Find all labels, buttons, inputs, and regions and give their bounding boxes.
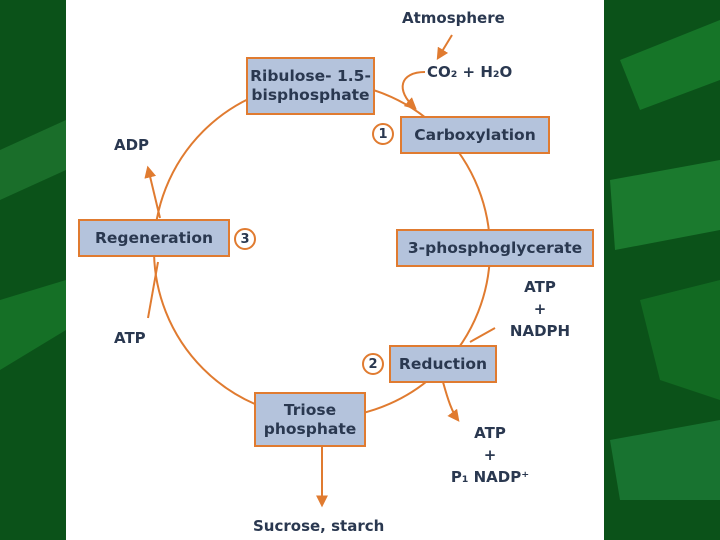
carboxylation-box: Carboxylation [400, 116, 550, 154]
atp-regeneration-label: ATP [114, 329, 146, 347]
co2-h2o-label: CO₂ + H₂O [427, 63, 513, 81]
triose-phosphate-box: Triose phosphate [254, 392, 366, 447]
atmosphere-label: Atmosphere [402, 9, 505, 27]
atp-nadp-output-label: ATP + P₁ NADP⁺ [450, 424, 530, 486]
sucrose-starch-label: Sucrose, starch [253, 517, 385, 535]
atp-nadph-input-label: ATP + NADPH [509, 278, 571, 340]
step-1-badge: 1 [372, 123, 394, 145]
ribulose-box: Ribulose- 1.5- bisphosphate [246, 57, 375, 115]
adp-label: ADP [114, 136, 150, 154]
step-3-badge: 3 [234, 228, 256, 250]
step-2-badge: 2 [362, 353, 384, 375]
reduction-box: Reduction [389, 345, 497, 383]
regeneration-box: Regeneration [78, 219, 230, 257]
phosphoglycerate-box: 3-phosphoglycerate [396, 229, 594, 267]
